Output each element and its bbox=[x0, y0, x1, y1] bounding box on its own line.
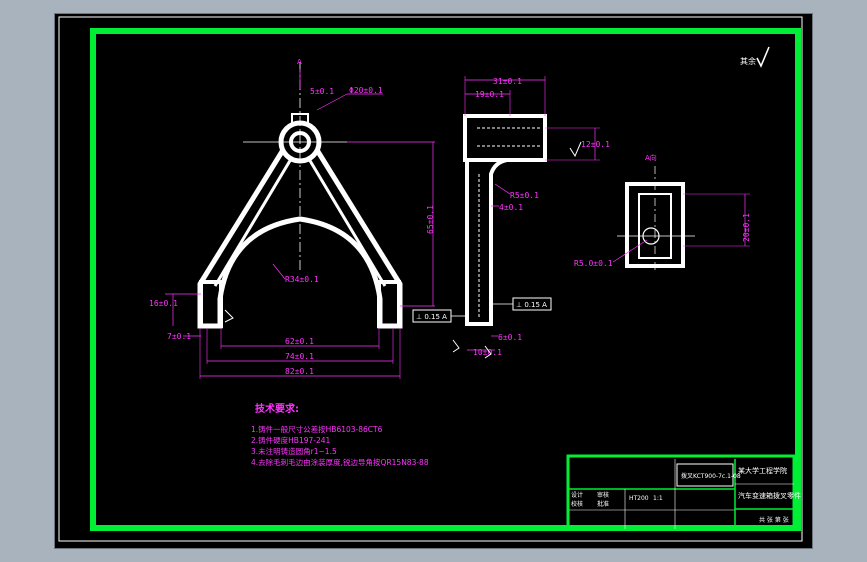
drawing-number: 拨叉KCT900-7c.1-08 bbox=[681, 472, 741, 480]
part-name: 汽车变速箱拨叉零件 bbox=[738, 491, 801, 500]
dim-20: 20±0.1 bbox=[742, 213, 751, 242]
front-view: A 5±0.1 Φ20±0.1 65±0.1 R34±0.1 16±0.1 7±… bbox=[149, 58, 435, 379]
tol-left: ⊥ 0.15 A bbox=[416, 313, 447, 321]
school-name: 某大学工程学院 bbox=[738, 466, 787, 475]
left-pad bbox=[199, 280, 223, 328]
dim-r5: R5±0.1 bbox=[510, 191, 539, 200]
dim-74: 74±0.1 bbox=[285, 352, 314, 361]
cad-viewport[interactable]: 其余 A 5±0.1 Φ20±0.1 65±0.1 R34±0.1 16±0.1 bbox=[54, 13, 813, 549]
note-1: 1.铸件一般尺寸公差按HB6103-86CT6 bbox=[251, 424, 383, 434]
dim-10: 10±0.1 bbox=[473, 348, 502, 357]
row-design: 设计 bbox=[571, 491, 583, 499]
dim-65: 65±0.1 bbox=[426, 205, 435, 234]
drawing-canvas: 其余 A 5±0.1 Φ20±0.1 65±0.1 R34±0.1 16±0.1 bbox=[58, 16, 803, 542]
view-label-a: A bbox=[297, 58, 302, 66]
right-pad bbox=[377, 280, 401, 328]
dim-4: 4±0.1 bbox=[499, 203, 523, 212]
dim-19: 19±0.1 bbox=[475, 90, 504, 99]
note-4: 4.去除毛刺毛边由涂装厚度,锐边导角按QR15N83-88 bbox=[251, 457, 429, 467]
material: HT200 bbox=[629, 495, 649, 502]
dim-r50: R5.0±0.1 bbox=[574, 259, 613, 268]
row-check: 校核 bbox=[571, 500, 583, 508]
row-approve: 批准 bbox=[597, 500, 609, 508]
title-block-frame bbox=[566, 454, 796, 531]
technical-notes: 技术要求: 1.铸件一般尺寸公差按HB6103-86CT6 2.铸件硬度HB19… bbox=[251, 402, 429, 467]
note-2: 2.铸件硬度HB197-241 bbox=[251, 435, 331, 445]
dim-r34: R34±0.1 bbox=[285, 275, 319, 284]
row-review: 审核 bbox=[597, 491, 609, 499]
section-label: A向 bbox=[645, 153, 657, 162]
roughness-symbol: 其余 bbox=[740, 46, 770, 68]
hub-bore bbox=[289, 131, 311, 153]
title-block: 拨叉KCT900-7c.1-08 某大学工程学院 汽车变速箱拨叉零件 共 张 第… bbox=[566, 454, 801, 531]
dim-6: 6±0.1 bbox=[498, 333, 522, 342]
dim-62: 62±0.1 bbox=[285, 337, 314, 346]
dim-5: 5±0.1 bbox=[310, 87, 334, 96]
side-view: 31±0.1 19±0.1 12±0.1 R5±0.1 4±0.1 ⊥ 0.15… bbox=[412, 76, 610, 359]
note-3: 3.未注明铸造圆角r1~1.5 bbox=[251, 446, 337, 456]
tol-right: ⊥ 0.15 A bbox=[516, 301, 547, 309]
dim-12: 12±0.1 bbox=[581, 140, 610, 149]
side-hub bbox=[463, 114, 547, 162]
dim-82: 82±0.1 bbox=[285, 367, 314, 376]
dim-31: 31±0.1 bbox=[493, 77, 522, 86]
section-view-a: A向 20±0.1 R5.0±0.1 bbox=[574, 153, 751, 272]
side-arm bbox=[465, 158, 508, 326]
notes-title: 技术要求: bbox=[255, 402, 299, 415]
dim-7: 7±0.1 bbox=[167, 332, 191, 341]
dim-phi20: Φ20±0.1 bbox=[349, 86, 383, 95]
dim-16: 16±0.1 bbox=[149, 299, 178, 308]
sheet-inner-frame bbox=[90, 28, 801, 531]
sheet-count: 共 张 第 张 bbox=[759, 516, 789, 524]
sheet-outer-border bbox=[58, 16, 803, 542]
scale: 1:1 bbox=[653, 495, 663, 502]
roughness-label: 其余 bbox=[740, 56, 756, 66]
